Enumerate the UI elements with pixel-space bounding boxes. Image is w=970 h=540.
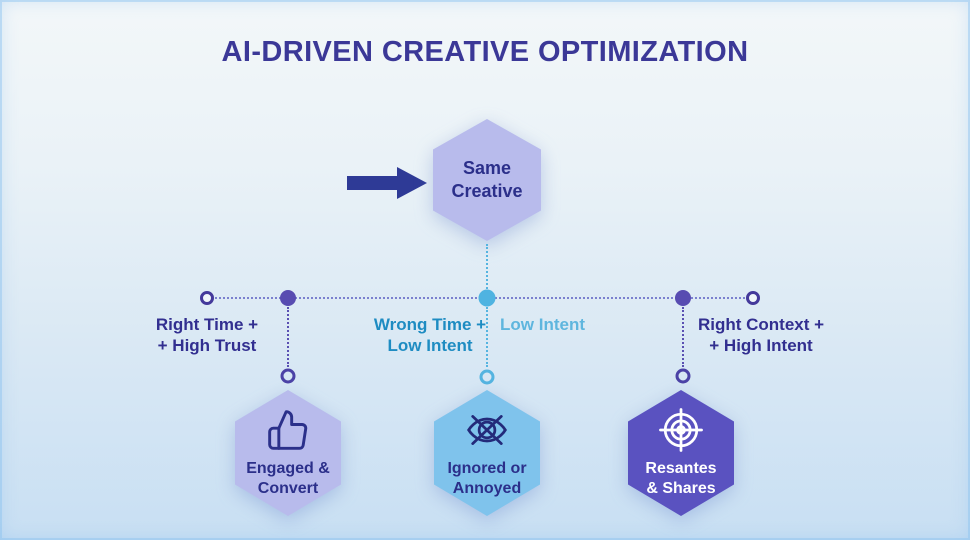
label-wrong-time-low-intent: Wrong Time + Low Intent [373,315,487,355]
branch-ring-right [675,368,691,384]
outcome-label-resonates: Resantes & Shares [645,459,717,497]
label-right-time-high-trust: Right Time + + High Trust [155,315,259,355]
same-creative-label: Same Creative [451,158,523,201]
target-icon [659,407,703,452]
connector-center [486,307,488,367]
arrow-right-icon [347,167,427,199]
connector-top-center [486,244,488,292]
timeline-dot-left [280,290,296,306]
connector-right [682,307,684,367]
thumbs-up-icon [268,409,308,450]
eye-crossed-icon [467,414,507,445]
connector-left [287,307,289,367]
timeline-ring-right-end [746,291,760,305]
outcome-hexagon-ignored: Ignored or Annoyed [434,390,540,516]
branch-ring-center [479,369,495,385]
branch-ring-left [280,368,296,384]
timeline-dot-right [675,290,691,306]
label-right-context-high-intent: Right Context + + High Intent [697,315,825,355]
label-low-intent: Low Intent [500,315,585,334]
outcome-label-engaged: Engaged & Convert [246,459,330,497]
outcome-hexagon-resonates: Resantes & Shares [628,390,734,516]
timeline-ring-left-end [200,291,214,305]
timeline-dot-center [478,289,496,307]
same-creative-hexagon: Same Creative [433,119,541,241]
page-title: AI-DRIVEN CREATIVE OPTIMIZATION [221,36,749,68]
outcome-hexagon-engaged: Engaged & Convert [235,390,341,516]
outcome-label-ignored: Ignored or Annoyed [447,459,527,497]
